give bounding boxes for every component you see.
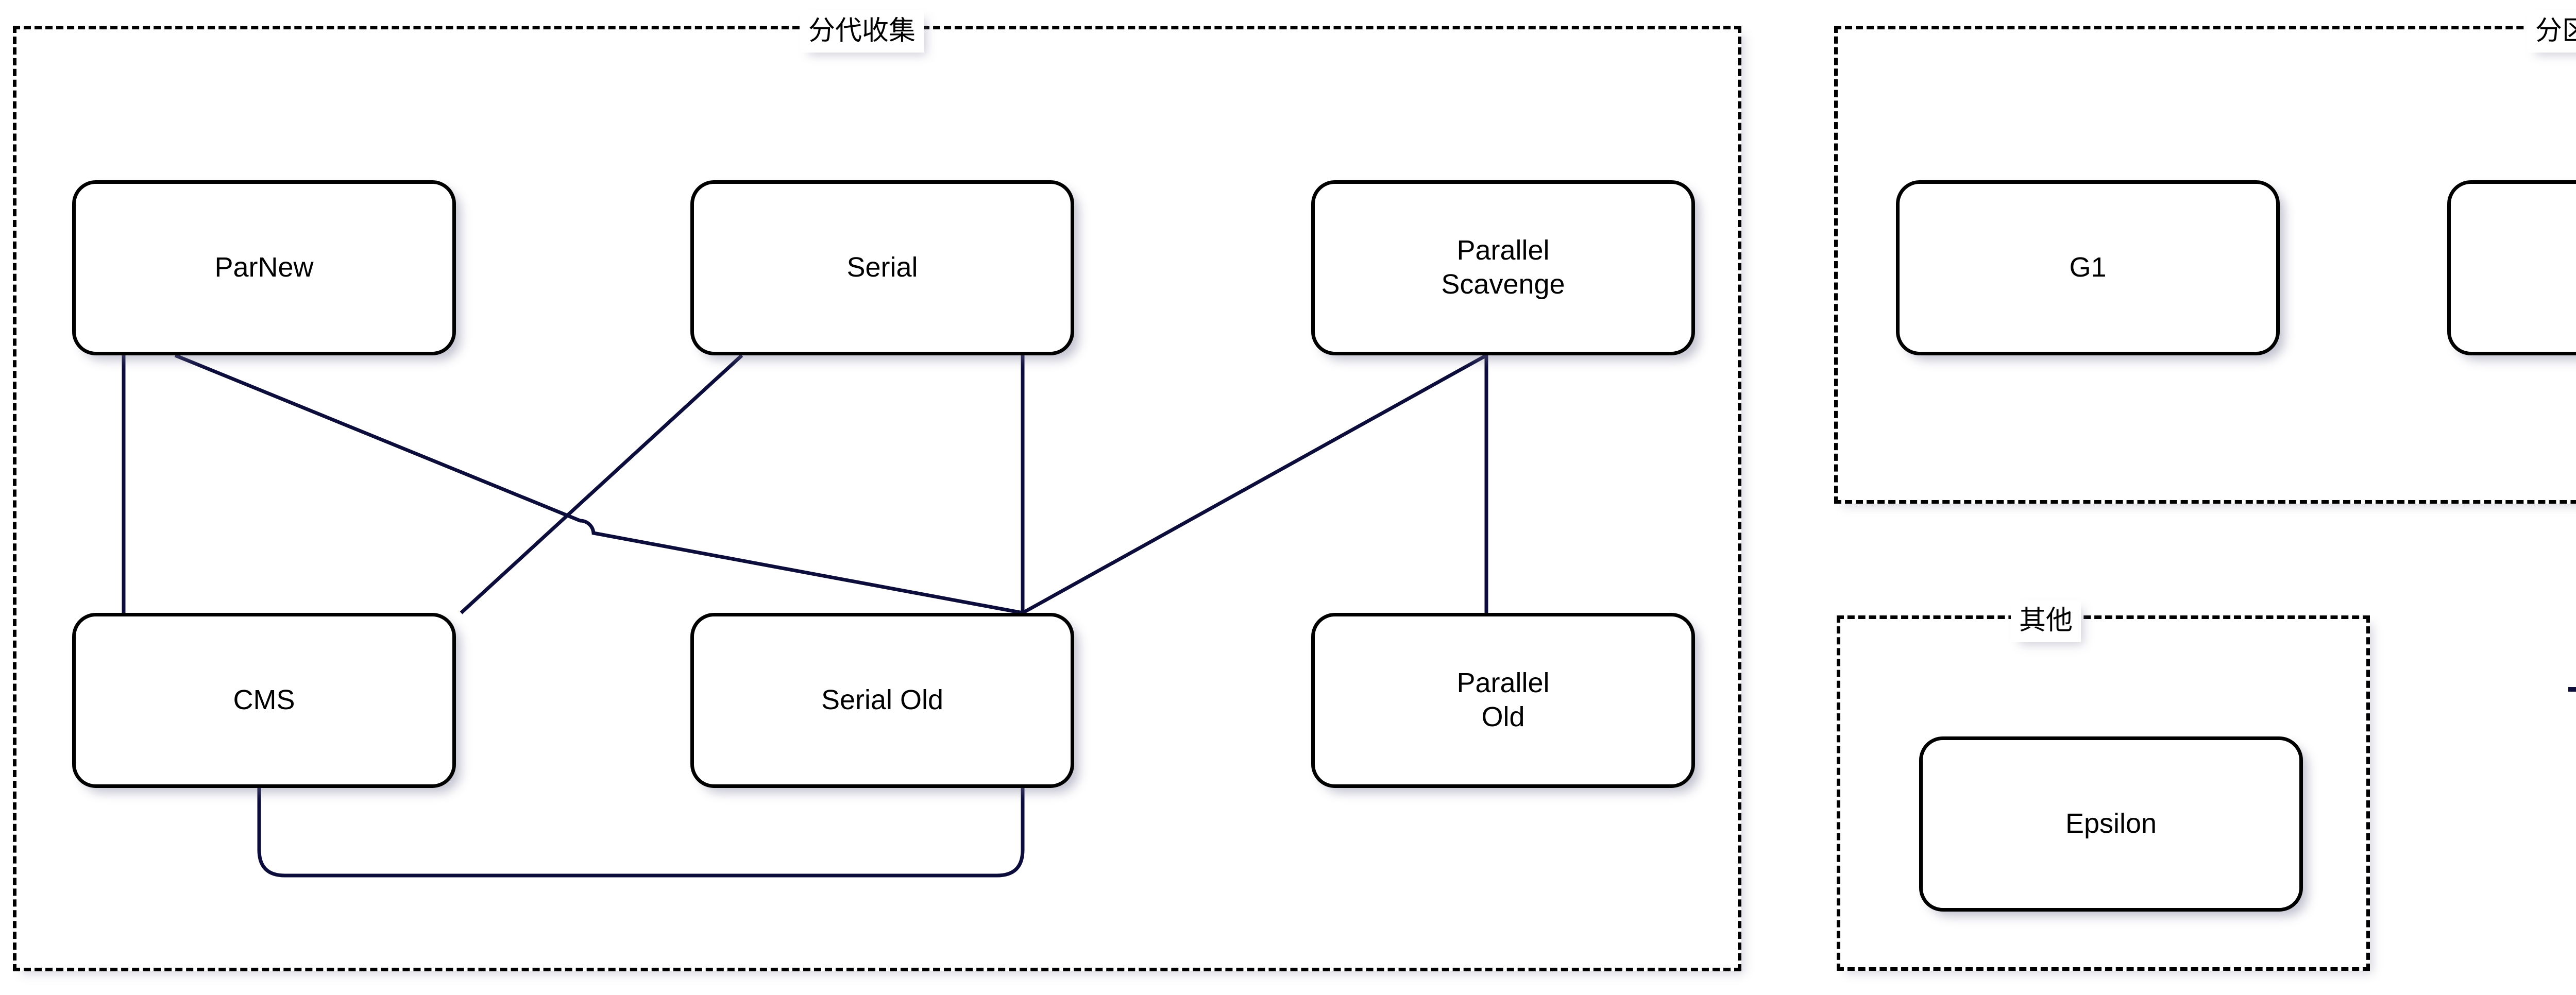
- node-serial[interactable]: Serial: [690, 180, 1074, 355]
- group-panel-generational: [13, 26, 1741, 971]
- legend-line-swatch: [2568, 687, 2576, 692]
- group-panel-other: [1837, 615, 2370, 971]
- group-panel-regional: [1834, 26, 2576, 504]
- node-cms[interactable]: CMS: [72, 613, 456, 788]
- node-parnew[interactable]: ParNew: [72, 180, 456, 355]
- group-label-regional: 分区收集: [2527, 10, 2576, 53]
- node-parallel-scavenge[interactable]: Parallel Scavenge: [1311, 180, 1695, 355]
- node-g1[interactable]: G1: [1896, 180, 2280, 355]
- node-epsilon[interactable]: Epsilon: [1919, 736, 2303, 912]
- node-zgc[interactable]: ZGC: [2447, 180, 2576, 355]
- group-label-other: 其他: [2011, 600, 2081, 642]
- node-serial-old[interactable]: Serial Old: [690, 613, 1074, 788]
- group-label-generational: 分代收集: [800, 10, 924, 53]
- node-parallel-old[interactable]: Parallel Old: [1311, 613, 1695, 788]
